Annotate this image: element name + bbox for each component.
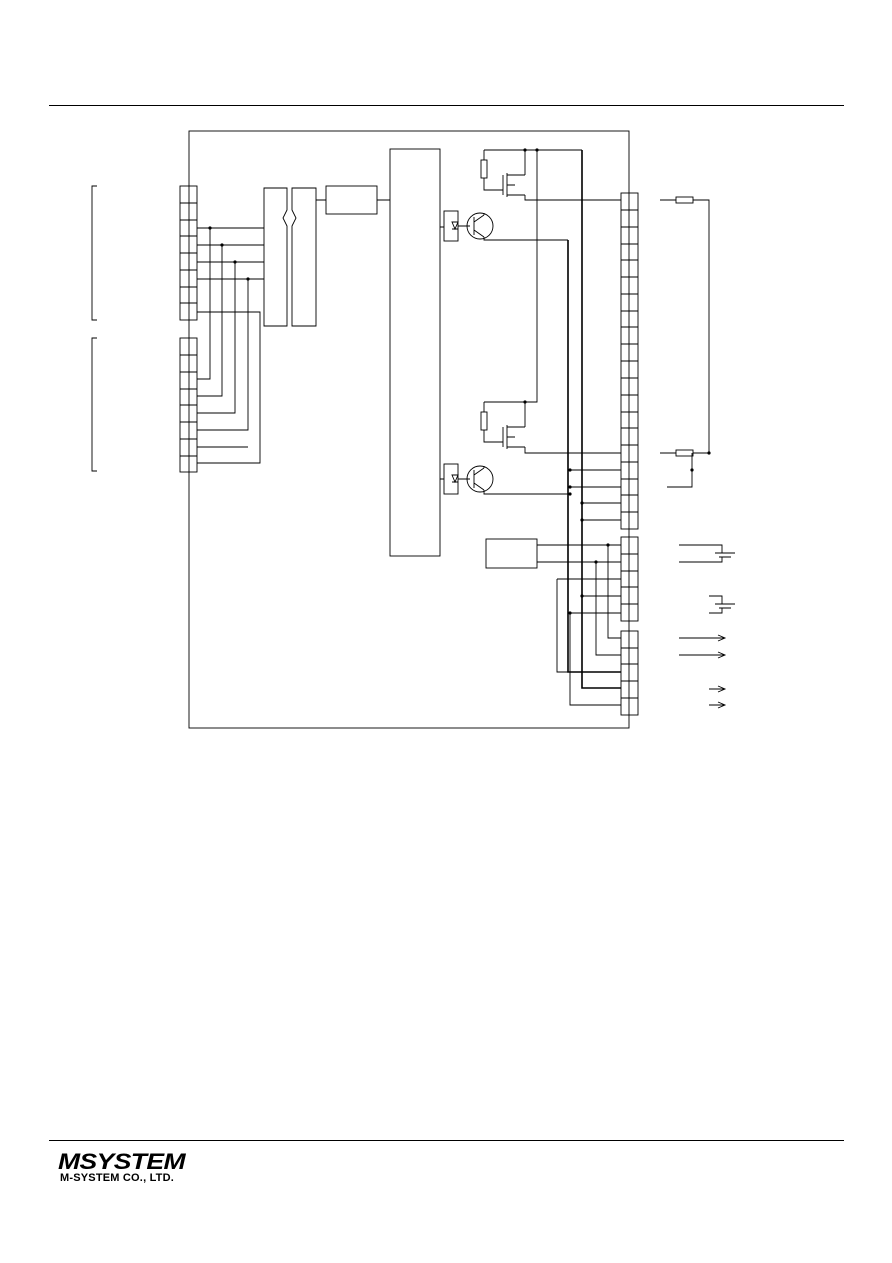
left-bracket-upper [91,185,97,321]
mosfet-lower [480,150,621,495]
photocoupler-upper [443,210,494,242]
ground-icon [679,544,735,563]
company-name: M-SYSTEM CO., LTD. [60,1172,175,1184]
ground-icon [709,595,735,614]
terminal-block-right-mid [620,536,639,622]
arrow-right-icon [679,634,727,642]
isolation-block-right [291,187,317,327]
terminal-block-left-upper [179,185,198,321]
isolation-block-left [263,187,288,327]
terminal-block-left-lower [179,337,198,473]
left-bracket-lower [91,337,97,472]
bottom-rule [49,1140,844,1141]
top-rule [49,105,844,106]
function-block [325,185,378,215]
photocoupler-lower [443,463,494,495]
resistor-lower-gate [480,411,488,431]
resistor-external-lower [675,449,694,457]
company-logo: MSYSTEM [58,1149,187,1173]
junction-dots [208,148,711,615]
arrow-right-icon [709,685,727,693]
logo-text: MSYSTEM [58,1149,186,1173]
arrow-right-icon [679,651,727,659]
sensor-block [485,538,538,569]
resistor-upper-gate [480,159,488,179]
terminal-block-right-lower [620,630,639,716]
terminal-block-right-main [620,192,639,530]
mosfet-upper [480,149,621,241]
module-enclosure [188,130,630,729]
resistor-external-upper [675,196,694,204]
arrow-right-icon [709,701,727,709]
main-block [389,148,441,557]
